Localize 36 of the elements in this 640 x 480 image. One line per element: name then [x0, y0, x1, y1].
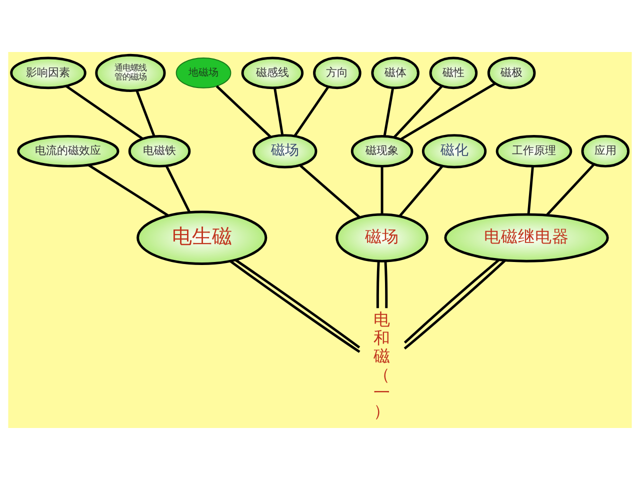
node-ellipse: 地磁场 — [176, 58, 232, 88]
node-ellipse: 磁场 — [252, 134, 318, 168]
connector — [294, 86, 330, 137]
node-ellipse: 工作原理 — [496, 135, 572, 168]
connector — [65, 85, 144, 140]
connector — [376, 261, 380, 308]
node-ellipse: 磁性 — [429, 56, 478, 90]
connector — [527, 166, 534, 214]
node-ellipse: 方向 — [313, 56, 362, 90]
node-ellipse: 影响因素 — [10, 56, 86, 90]
connector — [274, 88, 284, 136]
node-ellipse: 磁场 — [336, 213, 428, 262]
node-ellipse: 磁极 — [487, 56, 536, 90]
connector — [546, 163, 595, 216]
node-text: 电和磁（一） — [374, 310, 391, 420]
node-ellipse: 应用 — [581, 135, 630, 168]
node-ellipse: 电磁铁 — [128, 135, 191, 168]
connector — [393, 85, 443, 138]
connector — [384, 261, 388, 308]
connector — [380, 166, 384, 214]
node-ellipse: 磁现象 — [350, 135, 414, 168]
connector — [299, 164, 360, 218]
node-ellipse: 磁感线 — [241, 56, 304, 90]
connector — [383, 88, 394, 136]
connector — [216, 85, 272, 138]
node-ellipse: 磁化 — [422, 134, 487, 168]
node-ellipse: 电磁继电器 — [444, 213, 609, 262]
connector — [400, 82, 496, 140]
node-ellipse: 电流的磁效应 — [17, 135, 120, 168]
connector — [398, 165, 444, 217]
node-ellipse: 电生磁 — [136, 210, 268, 265]
connector — [136, 90, 156, 137]
connector — [165, 165, 191, 213]
node-ellipse: 通电螺线管的磁场 — [95, 54, 166, 92]
connector — [88, 164, 169, 217]
node-ellipse: 磁体 — [371, 56, 420, 90]
